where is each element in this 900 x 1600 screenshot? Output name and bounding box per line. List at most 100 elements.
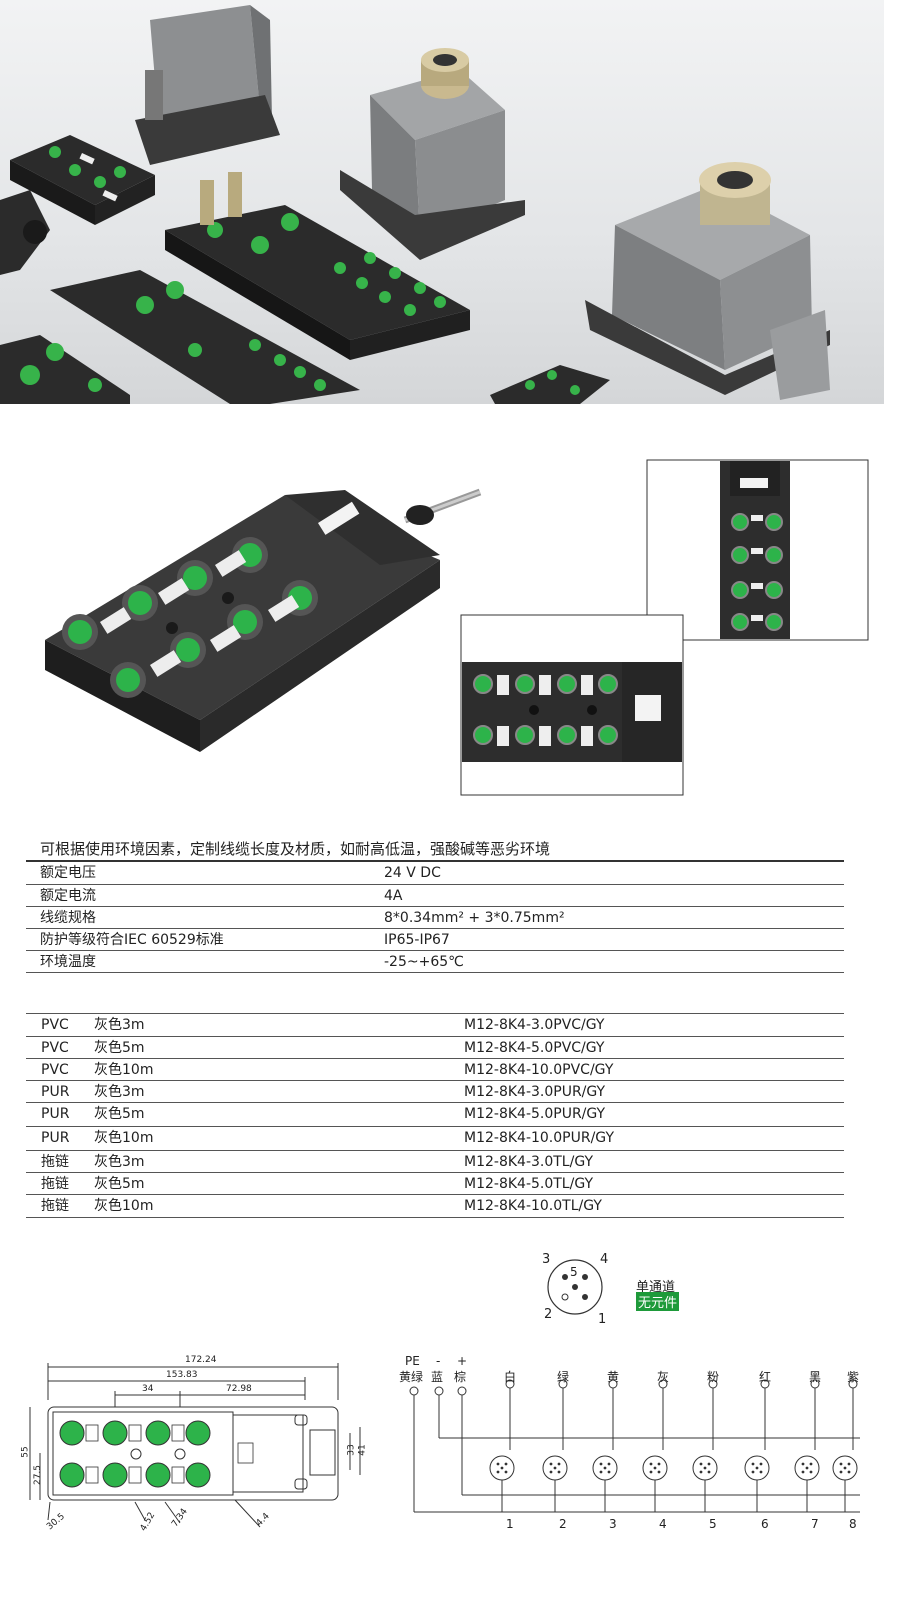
port-pin xyxy=(751,1462,755,1466)
model-row: 拖链 灰色3m M12-8K4-3.0TL/GY xyxy=(26,1150,844,1173)
port-pin xyxy=(649,1462,653,1466)
model-material: 拖链 xyxy=(41,1176,69,1192)
port-pin xyxy=(549,1470,553,1474)
wire-terminal xyxy=(505,1379,515,1389)
inset-horizontal-view xyxy=(460,614,684,796)
port-pin xyxy=(549,1462,553,1466)
hero-illustration xyxy=(0,5,830,404)
spec-value: 24 V DC xyxy=(384,865,441,881)
model-color-length: 灰色5m xyxy=(94,1176,145,1192)
pin-face-icon xyxy=(547,1259,603,1315)
port-pin xyxy=(500,1466,504,1470)
spec-row: 额定电流 4A xyxy=(26,884,844,907)
port-pin xyxy=(557,1462,561,1466)
dimension-outline xyxy=(29,1363,361,1528)
spec-value: 4A xyxy=(384,888,403,904)
port-pin xyxy=(755,1466,759,1470)
port-pin xyxy=(557,1470,561,1474)
pin-label-1: 1 xyxy=(598,1312,607,1327)
model-part-number: M12-8K4-5.0TL/GY xyxy=(464,1176,594,1192)
model-part-number: M12-8K4-5.0PUR/GY xyxy=(464,1106,606,1122)
dim-172: 172.24 xyxy=(185,1355,217,1365)
wire-terminal xyxy=(708,1379,718,1389)
label-minus: - xyxy=(436,1354,441,1368)
dim-27: 27.5 xyxy=(33,1464,44,1486)
wire-terminal xyxy=(658,1379,668,1389)
port-pin xyxy=(504,1470,508,1474)
model-material: PUR xyxy=(41,1084,70,1100)
model-color-length: 灰色5m xyxy=(94,1106,145,1122)
spec-value: -25~+65℃ xyxy=(384,954,464,970)
pin-diagram: 3 4 5 2 1 单通道 无元件 xyxy=(536,1250,696,1330)
spec-table-top-rule xyxy=(26,860,844,862)
label-plus: + xyxy=(457,1354,468,1368)
wire-terminal xyxy=(760,1379,770,1389)
long-module-2 xyxy=(50,270,360,404)
gray-hood-3 xyxy=(585,162,830,400)
spec-value: IP65-IP67 xyxy=(384,932,450,948)
model-color-length: 灰色5m xyxy=(94,1040,145,1056)
port-pin xyxy=(809,1470,813,1474)
model-part-number: M12-8K4-5.0PVC/GY xyxy=(464,1040,605,1056)
model-row: 拖链 灰色5m M12-8K4-5.0TL/GY xyxy=(26,1172,844,1195)
wire-color-label: 白 xyxy=(504,1370,517,1384)
port-pin xyxy=(759,1470,763,1474)
port-pin xyxy=(805,1466,809,1470)
port-pin xyxy=(843,1466,847,1470)
dim-41: 41 xyxy=(357,1444,368,1456)
product-views xyxy=(0,404,900,824)
port-pin xyxy=(657,1462,661,1466)
port-pin xyxy=(847,1462,851,1466)
spec-label: 环境温度 xyxy=(40,954,96,970)
wire-color-label: 绿 xyxy=(557,1370,570,1384)
port-pin xyxy=(607,1462,611,1466)
port-pin xyxy=(599,1470,603,1474)
spec-label: 额定电流 xyxy=(40,888,96,904)
model-color-length: 灰色3m xyxy=(94,1017,145,1033)
port-pin xyxy=(699,1462,703,1466)
model-part-number: M12-8K4-3.0PUR/GY xyxy=(464,1084,606,1100)
pin-label-3: 3 xyxy=(542,1252,551,1267)
model-table-top-rule xyxy=(26,1013,844,1014)
wire-color-label: 红 xyxy=(759,1370,772,1384)
wire-terminal xyxy=(810,1379,820,1389)
model-part-number: M12-8K4-3.0TL/GY xyxy=(464,1154,594,1170)
model-part-number: M12-8K4-10.0PUR/GY xyxy=(464,1130,615,1146)
pin-label-5: 5 xyxy=(570,1265,578,1279)
label-yellow-green: 黄绿 xyxy=(399,1370,424,1384)
port-pin xyxy=(504,1462,508,1466)
spec-row: 环境温度 -25~+65℃ xyxy=(26,950,844,973)
model-material: 拖链 xyxy=(41,1154,69,1170)
model-color-length: 灰色3m xyxy=(94,1084,145,1100)
model-part-number: M12-8K4-10.0TL/GY xyxy=(464,1198,602,1214)
wire-columns xyxy=(489,1379,858,1512)
wire-color-label: 紫 xyxy=(847,1370,860,1384)
wire-color-label: 灰 xyxy=(657,1370,670,1384)
wire-color-label: 黑 xyxy=(809,1370,822,1384)
port-pin xyxy=(703,1466,707,1470)
model-color-length: 灰色10m xyxy=(94,1198,154,1214)
no-component-badge: 无元件 xyxy=(636,1292,680,1311)
wire-terminal xyxy=(608,1379,618,1389)
model-color-length: 灰色3m xyxy=(94,1154,145,1170)
port-pin xyxy=(839,1470,843,1474)
inset-vertical-view xyxy=(646,459,869,641)
port-pin xyxy=(809,1462,813,1466)
dim-34: 34 xyxy=(142,1384,154,1394)
model-part-number: M12-8K4-10.0PVC/GY xyxy=(464,1062,614,1078)
port-pin xyxy=(699,1470,703,1474)
wire-terminal xyxy=(848,1379,858,1389)
spec-value: 8*0.34mm² + 3*0.75mm² xyxy=(384,910,565,926)
model-color-length: 灰色10m xyxy=(94,1062,154,1078)
hero-product-photo xyxy=(0,0,884,404)
label-pe: PE xyxy=(405,1354,420,1368)
